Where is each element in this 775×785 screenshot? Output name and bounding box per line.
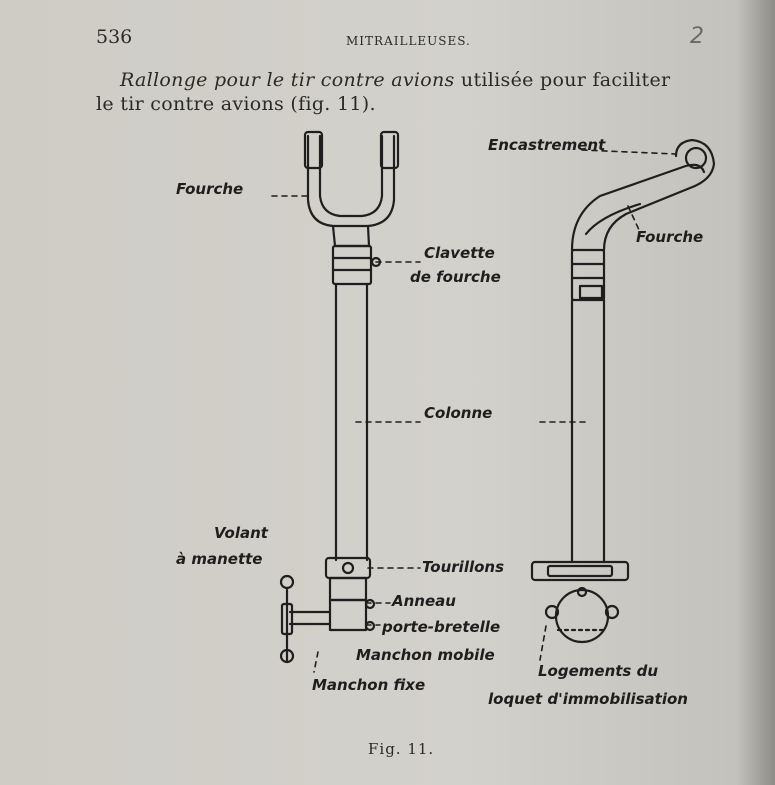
intro-line-1-rest: utilisée pour faciliter: [454, 69, 671, 91]
left-manchon-mobile: [328, 598, 368, 632]
label-tourillons: Tourillons: [422, 558, 505, 576]
left-handwheel: [279, 574, 332, 664]
intro-line-2: le tir contre avions (fig. 11).: [96, 93, 376, 115]
label-logements-1: Logements du: [538, 662, 658, 680]
right-locking-ring: [554, 588, 610, 644]
intro-paragraph: Rallonge pour le tir contre avions utili…: [96, 68, 736, 116]
running-head: MITRAILLEUSES.: [346, 34, 471, 48]
pencil-annotation: 2: [690, 24, 704, 49]
leader-lines: [271, 149, 677, 673]
right-column: [570, 298, 606, 564]
label-volant-2: à manette: [176, 550, 263, 568]
label-fourche-left: Fourche: [176, 180, 244, 198]
left-anneau: [328, 576, 368, 602]
figure-caption: Fig. 11.: [368, 740, 435, 758]
label-manchon-mobile: Manchon mobile: [356, 646, 495, 664]
label-encastrement: Encastrement: [488, 136, 606, 154]
label-colonne: Colonne: [424, 404, 493, 422]
label-logements-2: loquet d'immobilisation: [488, 690, 688, 708]
left-clavette-collar: [331, 244, 373, 286]
label-anneau-2: porte-bretelle: [382, 618, 501, 636]
right-tourillons: [530, 560, 630, 582]
left-extension-view: [279, 130, 400, 664]
page-header: 536 MITRAILLEUSES. 2: [96, 24, 736, 50]
intro-line-1: Rallonge pour le tir contre avions utili…: [96, 68, 736, 92]
left-tourillons: [324, 556, 372, 580]
left-fork: [306, 134, 396, 228]
right-extension-view: [530, 138, 716, 644]
label-manchon-fixe: Manchon fixe: [312, 676, 426, 694]
label-clavette-1: Clavette: [424, 244, 495, 262]
page-number: 536: [96, 26, 133, 48]
label-fourche-right: Fourche: [636, 228, 704, 246]
label-clavette-2: de fourche: [410, 268, 501, 286]
left-column: [334, 282, 369, 562]
intro-italic-term: Rallonge pour le tir contre avions: [120, 69, 455, 91]
right-clavette-collar: [570, 248, 606, 302]
label-volant-1: Volant: [214, 524, 268, 542]
label-anneau-1: Anneau: [392, 592, 456, 610]
